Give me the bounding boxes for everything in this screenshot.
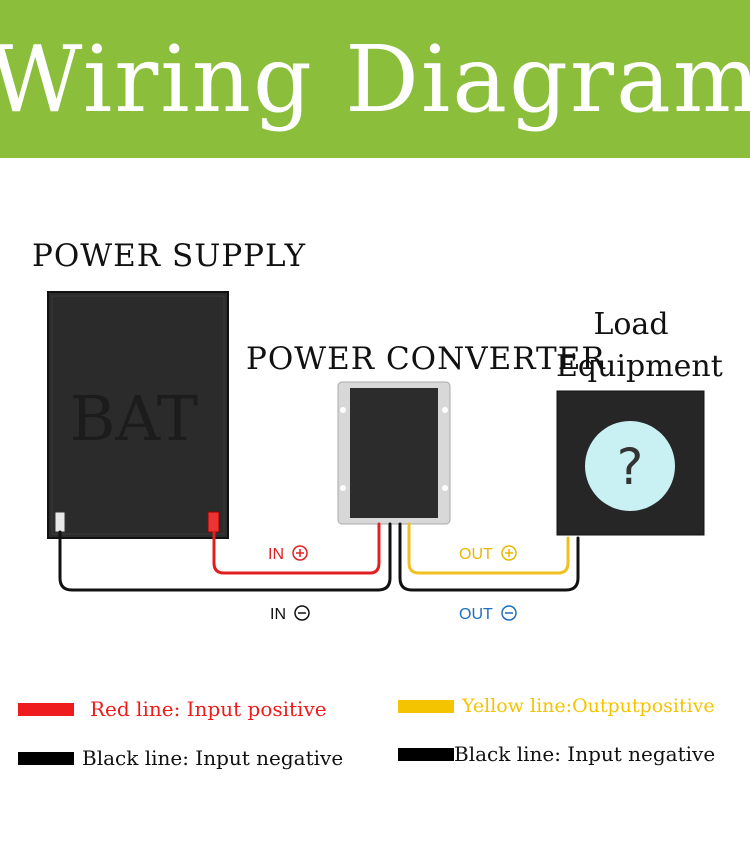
black-output-negative-wire xyxy=(398,522,580,592)
red-input-positive-wire xyxy=(212,522,381,575)
battery-text: BAT xyxy=(70,382,198,455)
load-circle xyxy=(585,421,675,511)
load-equipment-label: Load Equipment xyxy=(556,307,723,384)
out-positive-label: OUT xyxy=(459,545,517,563)
legend-swatch-yellow xyxy=(398,699,454,713)
battery-positive-terminal xyxy=(207,511,220,533)
legend-black-input-negative: Black line: Input negative xyxy=(18,746,343,770)
yellow-output-positive-wire xyxy=(407,522,570,575)
legend-swatch-red xyxy=(18,702,74,716)
power-supply-label: POWER SUPPLY xyxy=(32,238,307,274)
svg-text:OUT: OUT xyxy=(459,606,493,623)
in-positive-label: IN xyxy=(268,545,308,563)
svg-text:IN: IN xyxy=(270,606,286,623)
legend-text: Red line: Input positive xyxy=(90,697,327,721)
svg-text:IN: IN xyxy=(268,546,284,563)
black-input-negative-wire xyxy=(58,522,392,592)
in-negative-label: IN xyxy=(270,605,310,623)
battery-negative-terminal xyxy=(54,511,66,533)
load-equipment: ? xyxy=(556,390,705,536)
legend-text: Black line: Input negative xyxy=(82,746,344,770)
wires xyxy=(58,522,580,592)
load-symbol: ? xyxy=(617,438,644,496)
legend-yellow-output-positive: Yellow line:Outputpositive xyxy=(398,695,715,717)
legend-text: Black line: Input negative xyxy=(454,742,716,766)
legend-text: Yellow line:Outputpositive xyxy=(462,695,715,717)
title-banner: Wiring Diagram xyxy=(0,0,750,158)
power-converter xyxy=(337,381,451,525)
power-converter-label: POWER CONVERTER xyxy=(246,341,606,377)
page-title: Wiring Diagram xyxy=(0,25,750,133)
legend-black-output-negative: Black line: Input negative xyxy=(398,742,715,766)
svg-text:OUT: OUT xyxy=(459,546,493,563)
out-negative-label: OUT xyxy=(459,605,517,623)
legend-red-input-positive: Red line: Input positive xyxy=(18,697,327,721)
legend-swatch-black xyxy=(18,751,74,765)
power-supply-battery: BAT xyxy=(47,291,229,539)
legend-swatch-black xyxy=(398,747,454,761)
